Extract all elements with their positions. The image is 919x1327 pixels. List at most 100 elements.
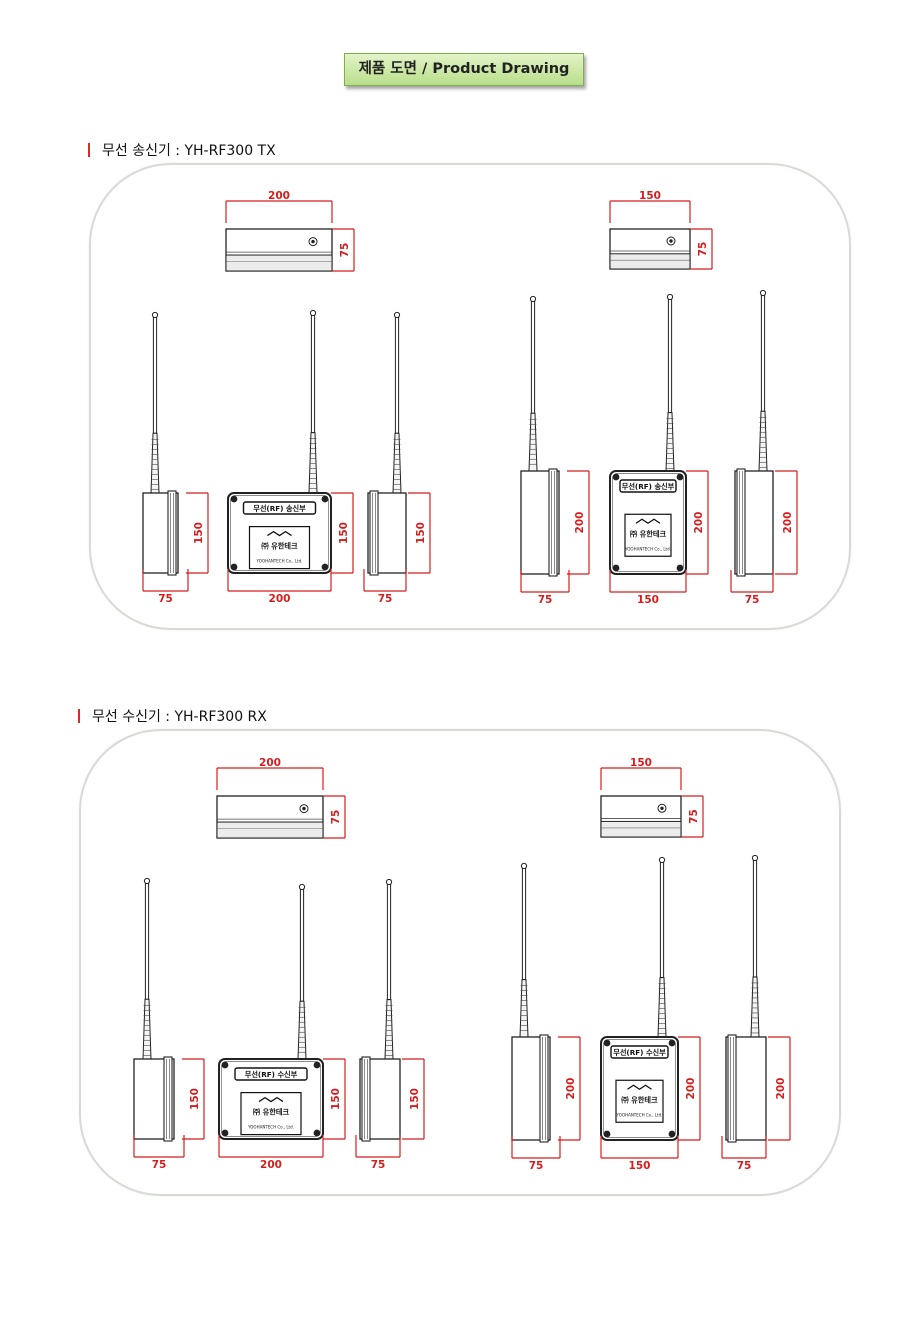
antenna-icon	[308, 309, 318, 494]
antenna-whip	[752, 858, 758, 978]
label-plate	[610, 1045, 669, 1059]
horizontal-dimension: 75	[363, 569, 407, 605]
horizontal-dimension: 150	[600, 1136, 679, 1172]
vertical-dimension: 200	[678, 1036, 701, 1141]
dimension-label: 150	[338, 522, 350, 544]
horizontal-dimension: 150	[609, 570, 687, 606]
vertical-dimension: 150	[186, 492, 209, 574]
mounting-screw-icon	[230, 563, 238, 571]
enclosure-side-view	[359, 1056, 401, 1142]
vertical-dimension: 150	[331, 492, 354, 574]
dimension-label: 150	[637, 594, 659, 606]
status-led-center	[669, 239, 673, 243]
mounting-screw-icon	[313, 1129, 321, 1137]
logo-company-name: ㈜ 유한테크	[621, 1095, 658, 1104]
mounting-screw-icon	[612, 564, 620, 572]
enclosure-lid	[225, 254, 333, 272]
enclosure-lid	[609, 253, 691, 270]
antenna-tip	[385, 878, 393, 886]
dimension-label: 150	[409, 1088, 421, 1110]
horizontal-dimension: 75	[355, 1135, 401, 1171]
antenna-tip	[143, 877, 151, 885]
dimension-label: 150	[630, 757, 652, 769]
dimension-label: 200	[782, 512, 794, 534]
dimension-label: 75	[737, 1160, 752, 1172]
logo-company-name-en: YOOHANTECH Co., Ltd.	[616, 1112, 663, 1117]
section-heading-tx-label: 무선 송신기 : YH-RF300 TX	[102, 143, 276, 159]
heading-bar	[88, 143, 90, 157]
heading-bar	[78, 709, 80, 723]
dimension-label: 75	[745, 594, 760, 606]
antenna-whip	[394, 315, 400, 434]
antenna-tip	[298, 883, 306, 891]
tx-drawing-panel	[89, 163, 851, 630]
antenna-whip	[144, 881, 150, 1000]
mounting-screw-icon	[603, 1039, 611, 1047]
dimension-label: 150	[415, 522, 427, 544]
antenna-base	[528, 412, 538, 472]
antenna-icon	[392, 311, 402, 494]
horizontal-dimension: 150	[609, 190, 691, 223]
vertical-dimension: 200	[686, 470, 709, 575]
antenna-whip	[659, 860, 665, 979]
horizontal-dimension: 75	[511, 1136, 561, 1172]
antenna-whip	[299, 887, 305, 1002]
antenna-base	[519, 979, 529, 1038]
antenna-whip	[521, 866, 527, 981]
vertical-dimension: 75	[323, 795, 346, 839]
logo-company-name: ㈜ 유한테크	[261, 542, 298, 551]
enclosure-side-view	[367, 490, 407, 576]
enclosure-side-view	[725, 1034, 767, 1143]
enclosure-lid	[600, 820, 682, 838]
mounting-screw-icon	[676, 473, 684, 481]
enclosure-top-view	[609, 228, 691, 270]
antenna-icon	[384, 878, 394, 1060]
company-logo-icon	[627, 1084, 652, 1091]
horizontal-dimension: 75	[142, 569, 189, 605]
antenna-tip	[520, 862, 528, 870]
company-logo-icon	[267, 530, 292, 537]
enclosure-lid	[548, 468, 558, 577]
vertical-dimension: 75	[332, 228, 355, 272]
enclosure-top-view	[216, 795, 324, 839]
vertical-dimension: 200	[567, 470, 590, 575]
status-led-center	[660, 806, 664, 810]
logo-company-name-en: YOOHANTECH Co., Ltd.	[624, 546, 671, 551]
vertical-dimension: 150	[323, 1058, 346, 1140]
antenna-whip	[667, 297, 673, 414]
vertical-dimension: 150	[408, 492, 431, 574]
antenna-tip	[666, 293, 674, 301]
antenna-icon	[519, 862, 529, 1038]
dimension-label: 150	[189, 1088, 201, 1110]
logo-plate	[240, 1091, 302, 1136]
horizontal-dimension: 150	[600, 757, 682, 790]
enclosure-inner-edge	[221, 1061, 321, 1137]
dimension-label: 200	[565, 1078, 577, 1100]
mounting-screw-icon	[313, 1061, 321, 1069]
label-plate	[242, 501, 317, 515]
mounting-screw-icon	[221, 1061, 229, 1069]
dimension-label: 200	[775, 1078, 787, 1100]
mounting-screw-icon	[230, 495, 238, 503]
antenna-whip	[152, 315, 158, 434]
logo-company-name: ㈜ 유한테크	[253, 1108, 290, 1117]
vertical-dimension: 200	[768, 1036, 791, 1141]
logo-plate	[615, 1079, 664, 1123]
vertical-dimension: 200	[558, 1036, 581, 1141]
dimension-label: 75	[371, 1159, 386, 1171]
label-plate-text: 무선(RF) 송신부	[253, 504, 306, 513]
antenna-icon	[750, 854, 760, 1038]
horizontal-dimension: 200	[225, 190, 333, 223]
antenna-tip	[658, 856, 666, 864]
page-title: 제품 도면 / Product Drawing	[344, 53, 584, 86]
antenna-tip	[151, 311, 159, 319]
dimension-label: 200	[260, 1159, 282, 1171]
dimension-label: 200	[574, 512, 586, 534]
logo-plate	[624, 513, 672, 557]
vertical-dimension: 75	[681, 795, 704, 838]
mounting-screw-icon	[321, 495, 329, 503]
dimension-label: 150	[639, 190, 661, 202]
